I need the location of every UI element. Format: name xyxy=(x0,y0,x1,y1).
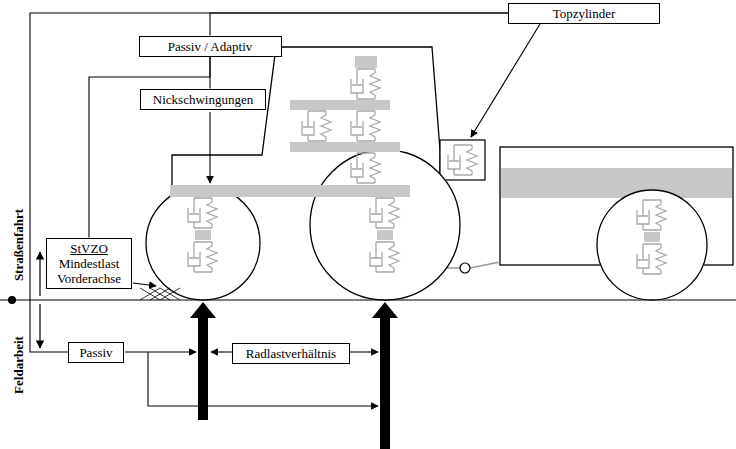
axis-dot xyxy=(8,296,16,304)
spring-damper xyxy=(351,111,380,141)
axis-label: Feldarbeit xyxy=(11,334,27,396)
connector-line xyxy=(30,13,508,352)
spring-damper xyxy=(637,244,666,274)
trailer-wheel xyxy=(597,190,707,300)
rear-wheel xyxy=(310,150,460,300)
spring-damper xyxy=(351,153,380,183)
label-box: Passiv / Adaptiv xyxy=(139,36,282,57)
spring-damper xyxy=(188,198,217,228)
box-label: Nickschwingungen xyxy=(147,92,259,107)
spring-damper xyxy=(637,200,666,230)
label-box: Nickschwingungen xyxy=(140,89,266,110)
spring-damper xyxy=(188,242,217,272)
ground-hatching xyxy=(140,288,180,300)
wheel-mass xyxy=(644,232,660,242)
connector-line xyxy=(210,13,508,36)
wheel-load-arrow xyxy=(372,302,398,449)
dimension-arrow xyxy=(350,351,378,352)
box-label: Radlastverhältnis xyxy=(239,346,343,361)
label-box: StVZOMindestlast Vorderachse xyxy=(46,238,132,289)
seat-mass xyxy=(355,56,377,68)
spring-damper xyxy=(370,198,399,228)
axis-label: Straßenfahrt xyxy=(11,207,27,283)
dimension-arrow xyxy=(211,351,232,352)
cab-frame xyxy=(290,142,400,152)
axis-arrow-up xyxy=(39,252,40,296)
label-box: Passiv xyxy=(68,342,124,363)
spring-damper xyxy=(302,111,331,141)
spring-damper xyxy=(370,242,399,272)
leader-line xyxy=(209,112,210,183)
leader-line xyxy=(125,351,196,352)
leader-line xyxy=(133,283,156,286)
cab-mass xyxy=(290,100,390,110)
box-label: Passiv / Adaptiv xyxy=(146,39,275,54)
box-label: Topzylinder xyxy=(515,6,653,21)
label-box: Topzylinder xyxy=(508,3,660,24)
box-label: StVZO xyxy=(53,241,125,256)
front-wheel xyxy=(146,186,260,300)
top-link-spring-damper xyxy=(448,145,477,175)
box-label: Passiv xyxy=(75,345,117,360)
trailer-frame xyxy=(501,168,732,198)
axis-arrow-down xyxy=(39,304,40,348)
box-label: Mindestlast Vorderachse xyxy=(53,256,125,286)
spring-damper xyxy=(351,69,380,99)
ground-line xyxy=(0,299,736,300)
leader-line xyxy=(471,24,540,137)
label-box: Radlastverhältnis xyxy=(232,343,350,364)
tractor-frame xyxy=(170,185,410,197)
top-link-housing xyxy=(440,140,485,180)
hitch-joint xyxy=(460,263,470,273)
connector-line xyxy=(89,57,210,238)
wheel-mass xyxy=(377,230,393,240)
wheel-mass xyxy=(195,230,211,240)
wheel-load-arrow xyxy=(190,302,216,420)
